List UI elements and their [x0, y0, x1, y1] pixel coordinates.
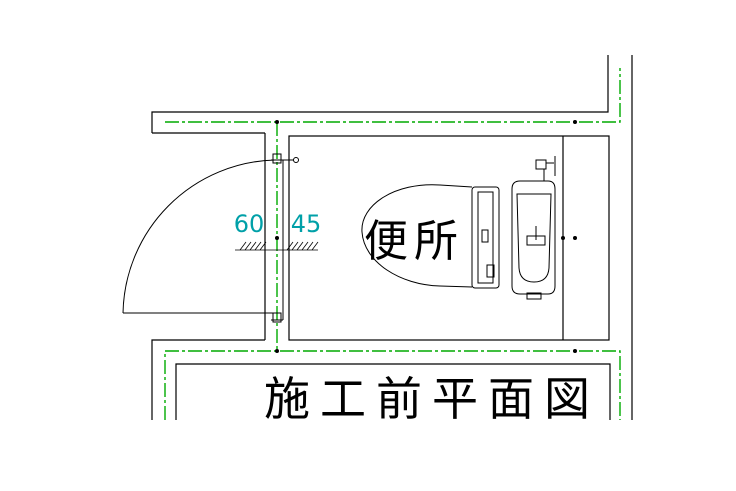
door-hinge-bottom [272, 312, 282, 323]
toilet-tank-front [471, 186, 500, 289]
tank-connector [486, 264, 495, 278]
dimension-left: 60 [234, 210, 265, 238]
supply-valve-icon [535, 159, 547, 170]
section-hatching [235, 241, 319, 251]
tank-basin-inner [516, 193, 552, 283]
door-hinge-top [272, 153, 282, 164]
dimension-right: 45 [291, 210, 322, 238]
toilet-room-outline [288, 135, 610, 341]
grid-points [275, 120, 577, 353]
tank-basin-outer [511, 180, 556, 295]
title-frame [175, 363, 611, 420]
door-swing-arc [122, 159, 276, 314]
walls [151, 55, 633, 420]
flush-button [481, 229, 489, 243]
room-label: 便所 [364, 216, 464, 267]
wall-top-outer [151, 55, 609, 133]
toilet-fixture [361, 156, 556, 300]
centerline-top [165, 68, 621, 123]
drawing-title: 施工前平面図 [264, 372, 600, 426]
toilet-bowl [361, 184, 473, 288]
door [122, 153, 299, 323]
wall-bottom-outer [151, 339, 265, 420]
door-handle-knob [293, 157, 299, 163]
centerline-bottom [164, 350, 621, 420]
faucet-icon [526, 226, 546, 246]
